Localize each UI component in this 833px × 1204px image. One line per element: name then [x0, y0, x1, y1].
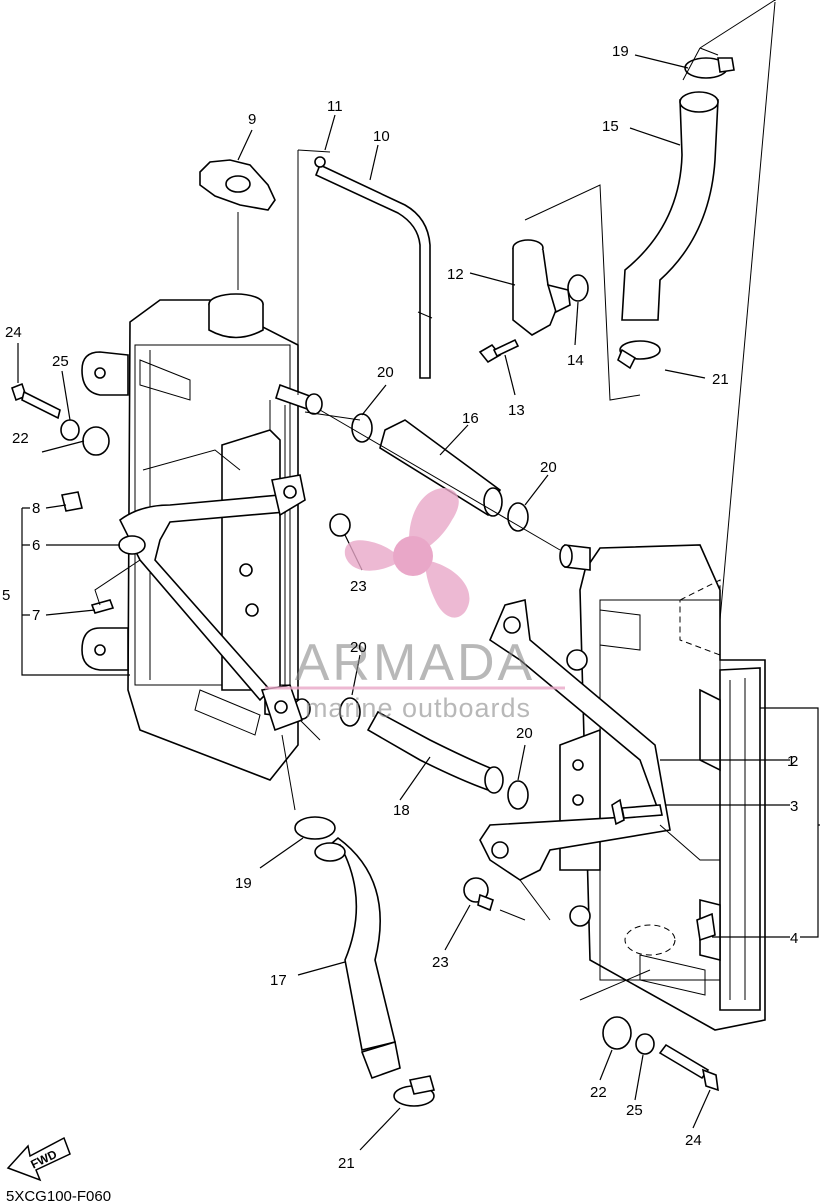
callout-9: 9 — [248, 111, 256, 128]
bolt-13 — [478, 338, 520, 364]
callout-11: 11 — [327, 98, 343, 115]
callout-4: 4 — [790, 930, 798, 947]
callout-24-right: 24 — [685, 1132, 702, 1149]
right-radiator — [559, 544, 766, 1031]
callout-12: 12 — [447, 266, 464, 283]
fwd-arrow: FWD — [6, 1136, 71, 1182]
callout-23-bottom: 23 — [432, 954, 449, 971]
callout-21-top: 21 — [712, 371, 729, 388]
propeller-logo — [344, 488, 470, 618]
callout-19-top: 19 — [612, 43, 629, 60]
pipe-bracket-2 — [479, 599, 671, 881]
guide-lines — [94, 0, 776, 1001]
callout-20-d: 20 — [516, 725, 533, 742]
callout-19-bottom: 19 — [235, 875, 252, 892]
callout-14: 14 — [567, 352, 584, 369]
callout-7: 7 — [32, 607, 40, 624]
hose-18 — [366, 710, 504, 794]
callout-3: 3 — [790, 798, 798, 815]
watermark: ARMADA marine outboards — [265, 488, 565, 723]
callout-6: 6 — [32, 537, 40, 554]
callout-23-top: 23 — [350, 578, 367, 595]
bolts-3-4 — [611, 798, 716, 942]
propeller-hub — [393, 536, 433, 576]
callout-24-left: 24 — [5, 324, 22, 341]
collars-23 — [329, 513, 494, 912]
hose-clamp-21-upper — [617, 340, 661, 370]
breather-hose — [314, 156, 433, 379]
callout-18: 18 — [393, 802, 410, 819]
callout-22-left: 22 — [12, 430, 29, 447]
callout-20-b: 20 — [540, 459, 557, 476]
lower-hose-17 — [294, 816, 436, 1107]
callout-labels: 1 2 3 4 5 6 7 8 9 10 11 12 13 14 15 16 1… — [2, 43, 798, 1172]
hose-clamp-19-top — [684, 57, 735, 79]
callout-10: 10 — [373, 128, 390, 145]
callout-25-right: 25 — [626, 1102, 643, 1119]
watermark-brand: ARMADA — [295, 634, 535, 692]
callout-5: 5 — [2, 587, 10, 604]
upper-hose — [621, 91, 719, 321]
callout-13: 13 — [508, 402, 525, 419]
watermark-tagline: marine outboards — [305, 693, 531, 723]
thermostat-housing — [512, 239, 589, 336]
callout-15: 15 — [602, 118, 619, 135]
callout-25-left: 25 — [52, 353, 69, 370]
callout-22-right: 22 — [590, 1084, 607, 1101]
callout-17: 17 — [270, 972, 287, 989]
hose-clamps-20 — [339, 413, 529, 810]
callout-8: 8 — [32, 500, 40, 517]
callout-16: 16 — [462, 410, 479, 427]
callout-20-a: 20 — [377, 364, 394, 381]
callout-2: 2 — [790, 753, 798, 770]
callout-20-c: 20 — [350, 639, 367, 656]
mount-hardware — [11, 382, 719, 1092]
radiator-cap — [199, 159, 276, 211]
callout-1: 1 — [787, 753, 795, 770]
callout-21-bottom: 21 — [338, 1155, 355, 1172]
diagram-code: 5XCG100-F060 — [6, 1188, 111, 1204]
